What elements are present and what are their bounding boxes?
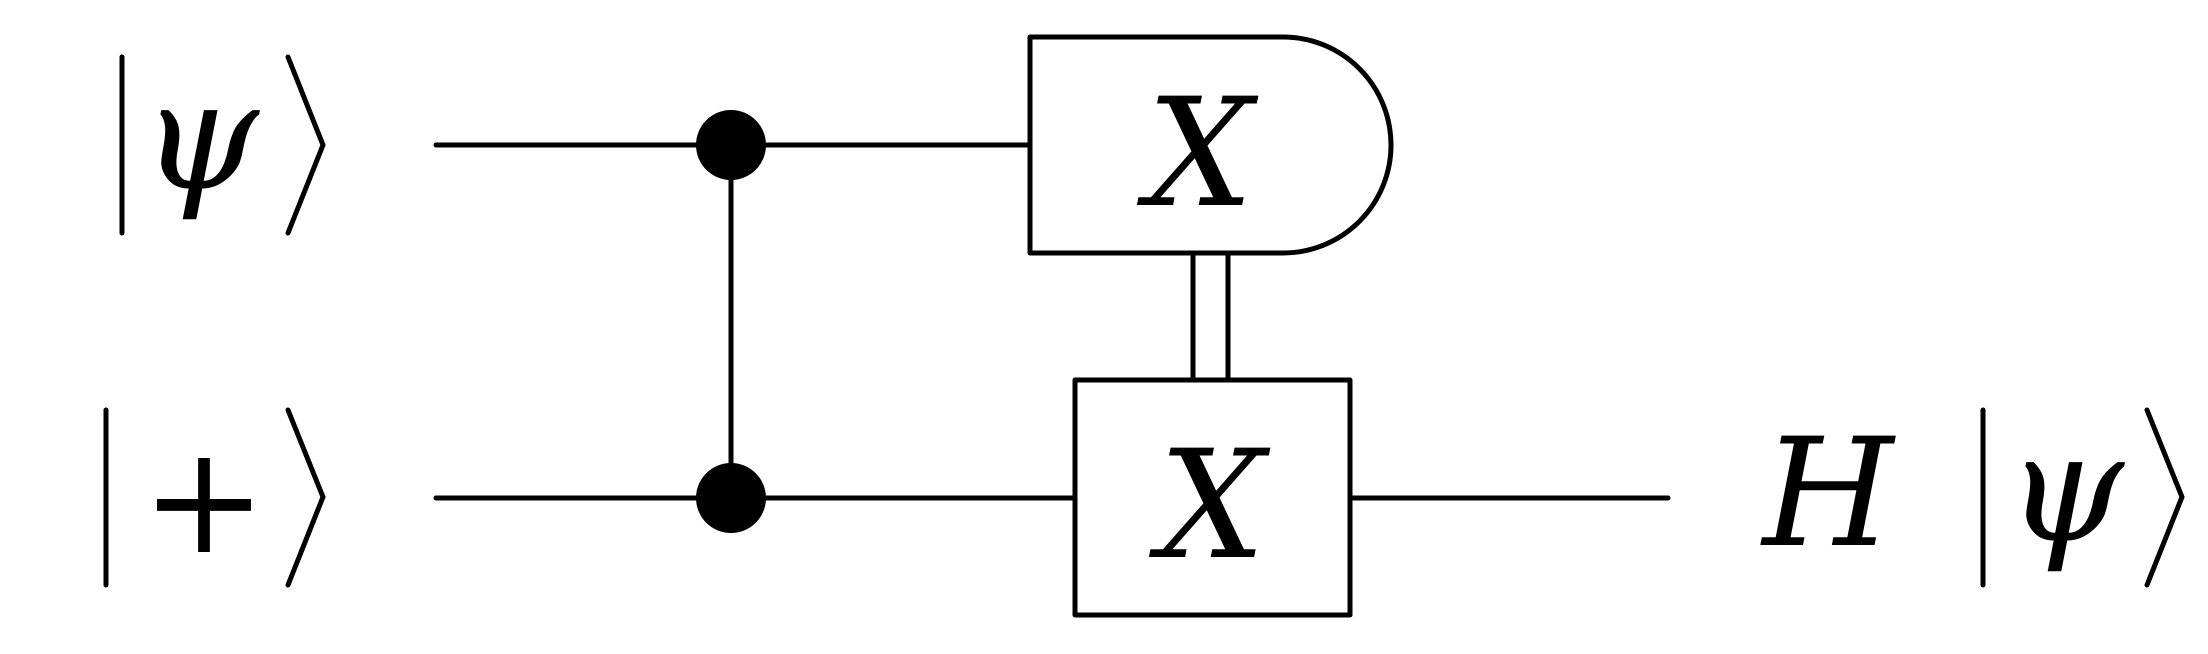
measurement-gate: X — [1027, 34, 1394, 256]
input-state-psi: ψ — [141, 50, 260, 224]
measurement-box — [1027, 34, 1394, 256]
input-state-plus: + — [141, 414, 267, 588]
x-gate-label: X — [1149, 419, 1271, 593]
input-ket-plus: + — [103, 407, 326, 588]
x-gate-box — [1072, 377, 1353, 618]
x-correction-gate: X — [1072, 377, 1353, 618]
ket-angle-right — [2144, 407, 2185, 588]
control-dot-bottom — [696, 463, 766, 533]
ket-angle-right — [285, 54, 326, 236]
control-dot-top — [696, 110, 766, 180]
output-expression: H ψ — [1760, 402, 2185, 588]
ket-angle-right — [285, 407, 326, 588]
input-ket-psi: ψ — [119, 50, 326, 236]
measurement-label: X — [1137, 67, 1259, 241]
output-state-psi: ψ — [2006, 402, 2125, 576]
output-operator: H — [1760, 407, 1897, 581]
